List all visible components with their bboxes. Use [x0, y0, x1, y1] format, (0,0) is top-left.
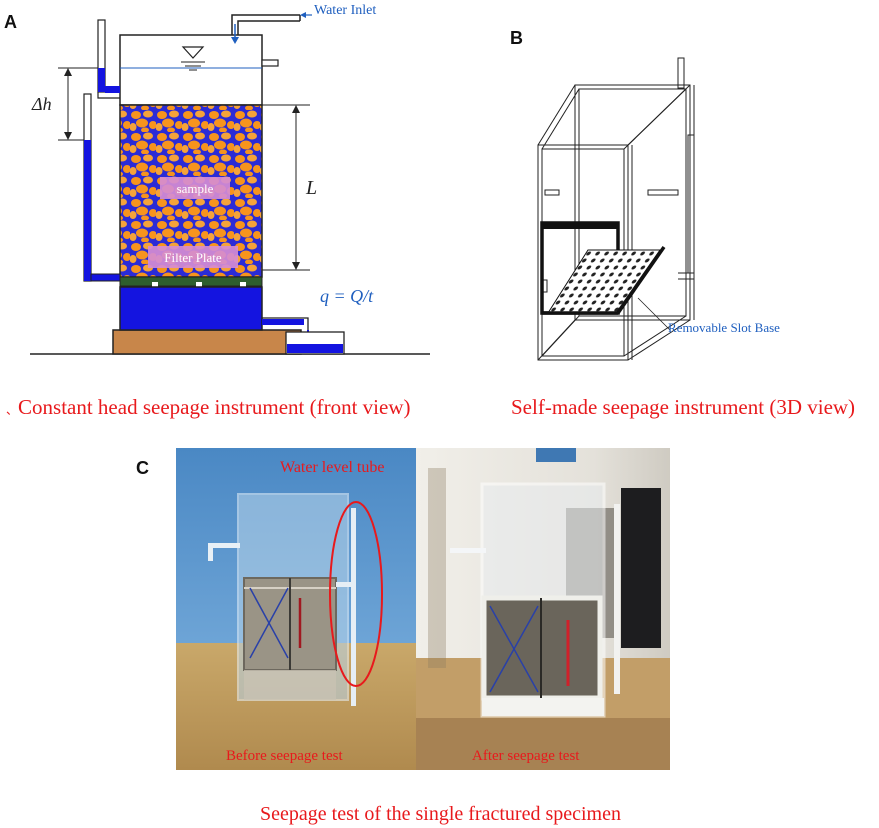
constant-head-diagram: Water Inlet Δh L sample Filter Plate q =…: [30, 3, 430, 355]
removable-slot-base-label: Removable Slot Base: [668, 320, 780, 335]
caption-mark: 、: [6, 403, 19, 417]
panel-b-caption: Self-made seepage instrument (3D view): [511, 395, 856, 419]
before-test-label: Before seepage test: [226, 748, 343, 764]
length-label: L: [305, 177, 317, 199]
wooden-base: [112, 329, 302, 355]
filter-plate-label: Filter Plate: [164, 250, 222, 265]
delta-h-label: Δh: [31, 94, 52, 114]
after-test-label: After seepage test: [472, 748, 580, 764]
seepage-3d-diagram: Removable Slot Base: [537, 57, 780, 361]
panel-b-letter: B: [510, 28, 523, 48]
panel-a-letter: A: [4, 12, 17, 32]
panel-c-labels: Water level tube Before seepage test Aft…: [226, 459, 580, 764]
water-level-symbol: [181, 46, 205, 59]
water-inlet-label: Water Inlet: [314, 3, 376, 18]
water-chamber: [119, 286, 263, 331]
panel-a-caption: 、Constant head seepage instrument (front…: [6, 395, 410, 420]
flow-rate-label: q = Q/t: [320, 286, 374, 306]
after-photo: [416, 448, 670, 770]
panel-c-caption: Seepage test of the single fractured spe…: [260, 803, 621, 825]
before-photo: [176, 448, 416, 770]
sample-label: sample: [177, 181, 214, 196]
panel-c-letter: C: [136, 458, 149, 478]
panel-a-caption-text: Constant head seepage instrument (front …: [18, 395, 411, 419]
water-level-tube-label: Water level tube: [280, 459, 384, 476]
